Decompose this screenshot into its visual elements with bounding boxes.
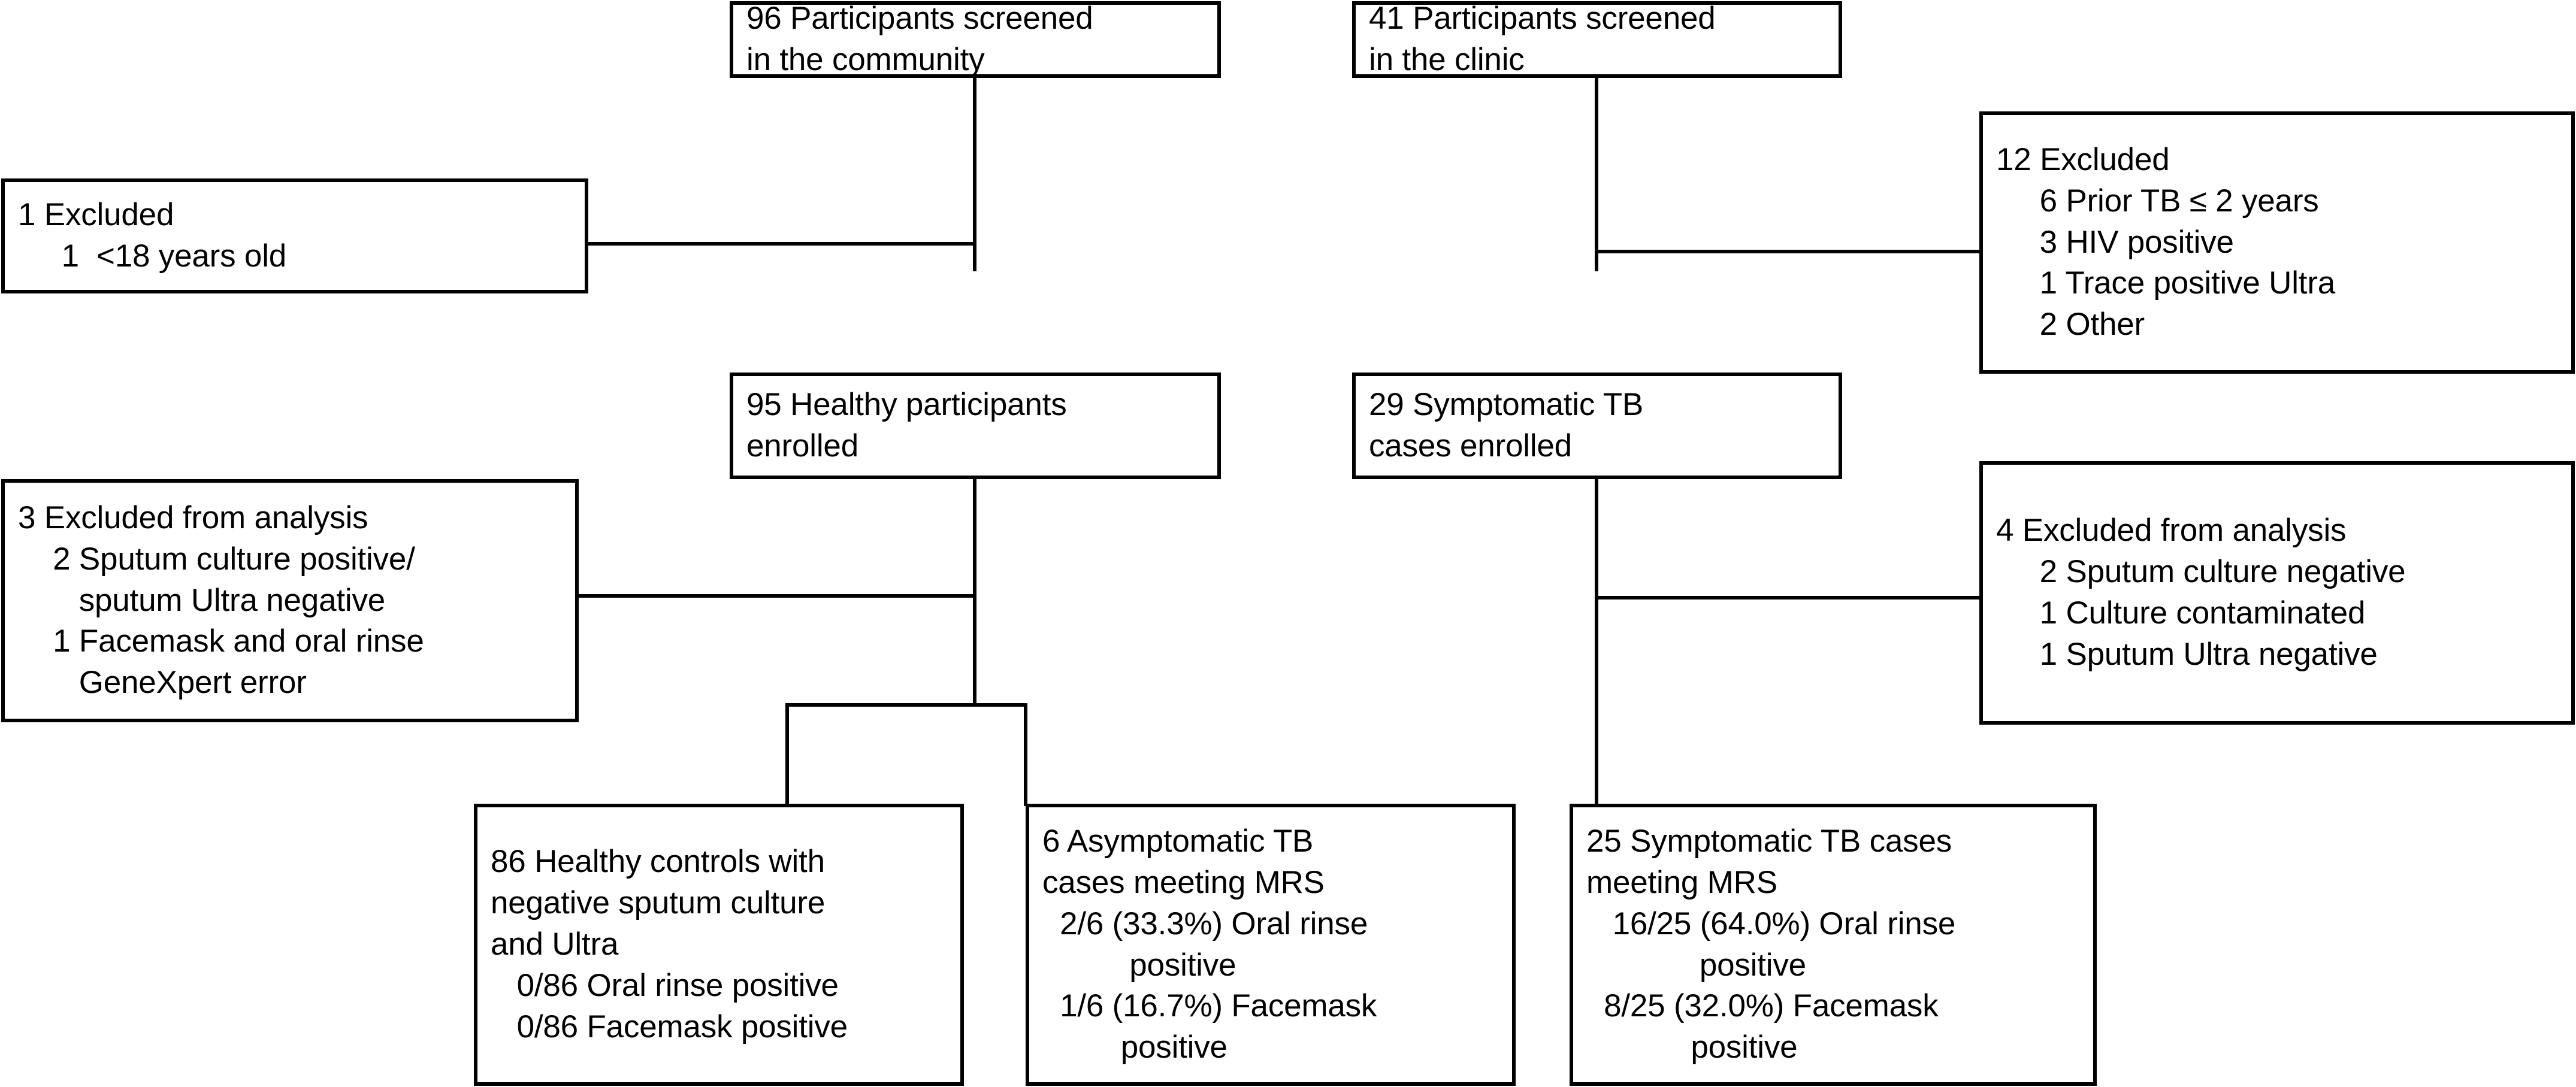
node-excluded-analysis-right[interactable]: 4 Excluded from analysis 2 Sputum cultur… (1979, 461, 2575, 725)
node-excluded-analysis-left-text: 3 Excluded from analysis 2 Sputum cultur… (18, 499, 424, 701)
connector-community-trunk (973, 77, 976, 271)
node-healthy-enrolled[interactable]: 95 Healthy participants enrolled (730, 373, 1221, 479)
node-symptomatic-enrolled[interactable]: 29 Symptomatic TB cases enrolled (1352, 373, 1842, 479)
node-asymptomatic-mrs-text: 6 Asymptomatic TB cases meeting MRS 2/6 … (1042, 823, 1377, 1065)
connector-symptomatic-trunk (1595, 479, 1598, 807)
connector-excluded-clinic (1595, 250, 1982, 253)
node-healthy-controls[interactable]: 86 Healthy controls with negative sputum… (474, 804, 964, 1086)
connector-excluded-community (587, 242, 976, 246)
connector-split-right-drop (1024, 703, 1027, 806)
node-symptomatic-mrs[interactable]: 25 Symptomatic TB cases meeting MRS 16/2… (1570, 804, 2097, 1086)
node-excluded-community-text: 1 Excluded 1 <18 years old (18, 197, 287, 274)
connector-split-bar-healthy (785, 703, 1027, 707)
connector-clinic-trunk (1595, 77, 1598, 271)
node-screened-community-text: 96 Participants screened in the communit… (746, 1, 1093, 77)
node-screened-clinic-text: 41 Participants screened in the clinic (1369, 1, 1716, 77)
node-excluded-clinic[interactable]: 12 Excluded 6 Prior TB ≤ 2 years 3 HIV p… (1979, 111, 2575, 374)
node-asymptomatic-mrs[interactable]: 6 Asymptomatic TB cases meeting MRS 2/6 … (1026, 804, 1516, 1086)
connector-healthy-trunk (973, 479, 976, 707)
node-screened-clinic[interactable]: 41 Participants screened in the clinic (1352, 1, 1842, 78)
node-healthy-enrolled-text: 95 Healthy participants enrolled (746, 387, 1067, 464)
connector-excluded-analysis-right (1595, 596, 1982, 599)
connector-excluded-analysis-left (576, 594, 976, 598)
connector-split-left-drop (785, 703, 789, 806)
node-symptomatic-enrolled-text: 29 Symptomatic TB cases enrolled (1369, 387, 1644, 464)
node-excluded-analysis-left[interactable]: 3 Excluded from analysis 2 Sputum cultur… (1, 479, 579, 722)
node-excluded-clinic-text: 12 Excluded 6 Prior TB ≤ 2 years 3 HIV p… (1996, 141, 2336, 343)
node-symptomatic-mrs-text: 25 Symptomatic TB cases meeting MRS 16/2… (1586, 823, 1956, 1065)
node-excluded-analysis-right-text: 4 Excluded from analysis 2 Sputum cultur… (1996, 513, 2406, 672)
node-healthy-controls-text: 86 Healthy controls with negative sputum… (491, 844, 848, 1044)
node-screened-community[interactable]: 96 Participants screened in the communit… (730, 1, 1221, 78)
node-excluded-community[interactable]: 1 Excluded 1 <18 years old (1, 178, 588, 293)
